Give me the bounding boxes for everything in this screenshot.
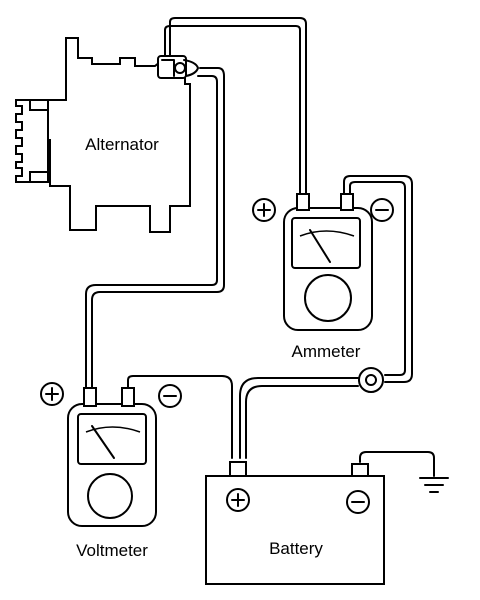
- wire-alternator-to-voltmeter: [91, 67, 225, 389]
- minus-symbol-icon: [158, 384, 182, 408]
- wire-ring-to-battery: [239, 377, 359, 459]
- voltmeter-dial: [87, 473, 133, 519]
- battery-label: Battery: [269, 539, 323, 558]
- battery-post-positive: [229, 461, 247, 477]
- wires: [85, 17, 435, 477]
- minus-symbol-icon: [346, 490, 370, 514]
- wire-voltmeter-to-battery: [127, 375, 233, 459]
- meter-needle-icon: [91, 425, 115, 459]
- ammeter-display: [291, 217, 361, 269]
- alternator-pulley: [15, 99, 49, 183]
- alternator-body: [47, 37, 191, 233]
- voltmeter-label: Voltmeter: [76, 541, 148, 560]
- voltmeter-terminal-positive: [83, 387, 97, 407]
- minus-symbol-icon: [370, 198, 394, 222]
- ammeter-label: Ammeter: [292, 342, 361, 361]
- ring-terminal: [358, 367, 384, 393]
- wire-ammeter-to-ring: [343, 175, 413, 383]
- ammeter-terminal-negative: [340, 193, 354, 211]
- alternator: Alternator: [15, 37, 199, 233]
- ammeter: Ammeter: [252, 193, 394, 361]
- alternator-label: Alternator: [85, 135, 159, 154]
- voltmeter-display: [77, 413, 147, 465]
- ground-icon: [419, 477, 449, 493]
- plus-symbol-icon: [252, 198, 276, 222]
- ammeter-terminal-positive: [296, 193, 310, 211]
- battery: Battery: [205, 461, 385, 585]
- voltmeter-terminal-negative: [121, 387, 135, 407]
- battery-post-negative: [351, 463, 369, 477]
- plus-symbol-icon: [226, 488, 250, 512]
- wire-battery-to-ground: [359, 451, 435, 477]
- meter-needle-icon: [309, 229, 331, 263]
- wire-alternator-to-ammeter: [169, 17, 307, 196]
- ammeter-dial: [304, 274, 352, 322]
- voltmeter: Voltmeter: [40, 382, 182, 560]
- plus-symbol-icon: [40, 382, 64, 406]
